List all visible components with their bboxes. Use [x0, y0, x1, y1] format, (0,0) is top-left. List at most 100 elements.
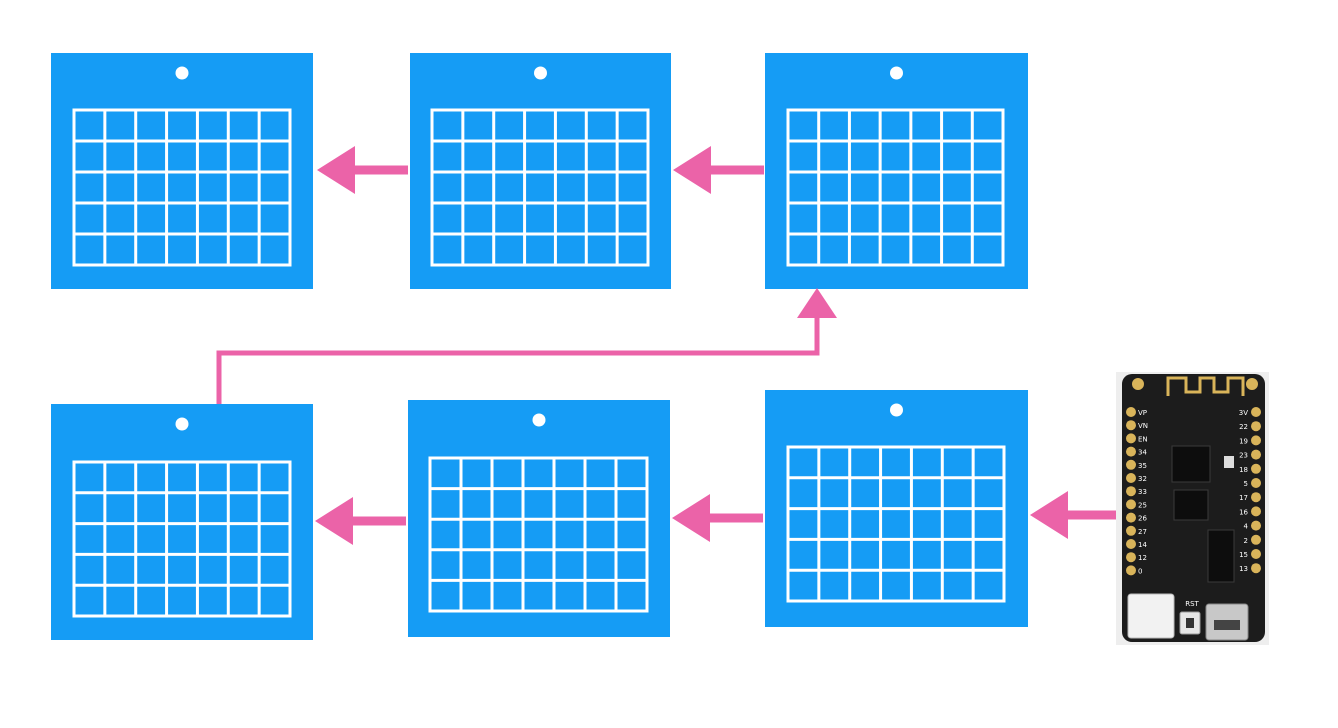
wifi-chip	[1171, 445, 1211, 483]
calendar-icon	[430, 108, 650, 267]
pin-label: 12	[1138, 554, 1147, 562]
panel-6	[765, 390, 1028, 627]
pin-pad	[1251, 549, 1261, 559]
micro-usb-opening	[1214, 620, 1240, 630]
arrow-panel-5-to-panel-4	[315, 497, 406, 545]
arrow-head-icon	[1030, 491, 1068, 539]
pin-pad	[1126, 525, 1136, 536]
flash-chip	[1173, 489, 1209, 521]
pin-pad	[1251, 506, 1261, 517]
pin-label: 5	[1244, 480, 1248, 488]
grid-border	[786, 445, 1006, 603]
pin-label: VN	[1138, 422, 1148, 430]
mount-hole	[1246, 378, 1258, 390]
arrow-panel-3-to-panel-2	[673, 146, 764, 194]
pin-pad	[1251, 463, 1261, 474]
microcontroller-board: VP VN EN 34 35 32 33 25 26 27 14 12 0 3V 22 19 23 18 5 17 16…	[1116, 372, 1269, 645]
grid-border	[428, 456, 649, 613]
arrow-head-icon	[673, 146, 711, 194]
pin-label: 26	[1138, 515, 1147, 523]
pin-label: 15	[1239, 551, 1248, 559]
pin-label: VP	[1138, 409, 1147, 417]
pin-pad	[1126, 446, 1136, 457]
calendar-icon	[428, 456, 649, 613]
panels-layer	[51, 53, 1028, 640]
arrow-panel-6-to-panel-5	[672, 494, 763, 542]
pin-pad	[1126, 499, 1136, 510]
pin-label: 32	[1138, 475, 1147, 483]
pin-label: 35	[1138, 462, 1147, 470]
mount-hole	[1132, 378, 1144, 390]
pin-pad	[1251, 534, 1261, 545]
calendar-icon	[72, 460, 292, 618]
pin-pad	[1126, 512, 1136, 523]
led	[1224, 456, 1234, 468]
panel-3	[765, 53, 1028, 289]
pin-label: 13	[1239, 565, 1248, 573]
pin-label: 3V	[1239, 409, 1248, 417]
reset-button-cap	[1186, 618, 1194, 628]
arrow-panel-2-to-panel-1	[317, 146, 408, 194]
pin-label: 34	[1138, 449, 1147, 457]
pin-pad	[1251, 492, 1261, 503]
pin-pad	[1251, 421, 1261, 432]
pin-label: 16	[1239, 508, 1248, 516]
hanging-hole	[890, 66, 903, 80]
hanging-hole	[175, 66, 189, 80]
pin-label: 25	[1138, 501, 1147, 509]
pin-label: 19	[1239, 437, 1248, 445]
hanging-hole	[532, 413, 546, 427]
usb-serial-chip	[1207, 529, 1235, 583]
arrow-panel-4-to-panel-3	[216, 288, 837, 404]
pin-pad	[1251, 478, 1261, 488]
panel-5	[408, 400, 670, 637]
pin-pad	[1126, 552, 1136, 563]
hanging-hole	[534, 66, 547, 80]
calendar-icon	[786, 108, 1005, 267]
pin-label: 4	[1244, 523, 1249, 531]
pin-label: 27	[1138, 528, 1147, 536]
pin-pad	[1251, 563, 1261, 574]
pin-label: EN	[1138, 435, 1148, 443]
pin-pad	[1126, 539, 1136, 549]
arrows-layer	[216, 146, 1121, 545]
pin-label: 23	[1239, 452, 1248, 460]
arrow-head-icon	[672, 494, 710, 542]
grid-border	[786, 108, 1005, 267]
pin-pad	[1126, 433, 1136, 444]
arrow-head-icon	[797, 288, 837, 318]
calendar-icon	[786, 445, 1006, 603]
pin-pad	[1126, 486, 1136, 497]
hanging-hole	[890, 403, 903, 417]
panel-2	[410, 53, 671, 289]
hanging-hole	[175, 417, 189, 431]
pin-label: 17	[1239, 494, 1248, 502]
pin-label: 18	[1239, 466, 1248, 474]
arrow-head-icon	[315, 497, 353, 545]
pin-pad	[1251, 449, 1261, 460]
pin-label: 0	[1138, 567, 1142, 575]
arrow-shaft	[216, 316, 820, 404]
antenna-icon	[1166, 376, 1245, 396]
grid-border	[72, 460, 292, 618]
pin-pad	[1251, 520, 1261, 531]
reset-button-label: RST	[1185, 600, 1199, 608]
pin-pad	[1251, 407, 1261, 417]
battery-connector	[1127, 593, 1175, 639]
pin-pad	[1126, 420, 1136, 431]
grid-border	[72, 108, 292, 267]
arrow-head-icon	[317, 146, 355, 194]
pin-pad	[1126, 473, 1136, 483]
calendar-icon	[72, 108, 292, 267]
grid-border	[430, 108, 650, 267]
arrow-board-to-panel-6	[1030, 491, 1121, 539]
panel-1	[51, 53, 313, 289]
panel-4	[51, 404, 313, 640]
pin-pad	[1126, 459, 1136, 470]
pin-label: 2	[1244, 537, 1248, 545]
pin-pad	[1251, 435, 1261, 446]
pin-label: 22	[1239, 423, 1248, 431]
pin-label: 14	[1138, 541, 1147, 549]
pin-label: 33	[1138, 488, 1147, 496]
